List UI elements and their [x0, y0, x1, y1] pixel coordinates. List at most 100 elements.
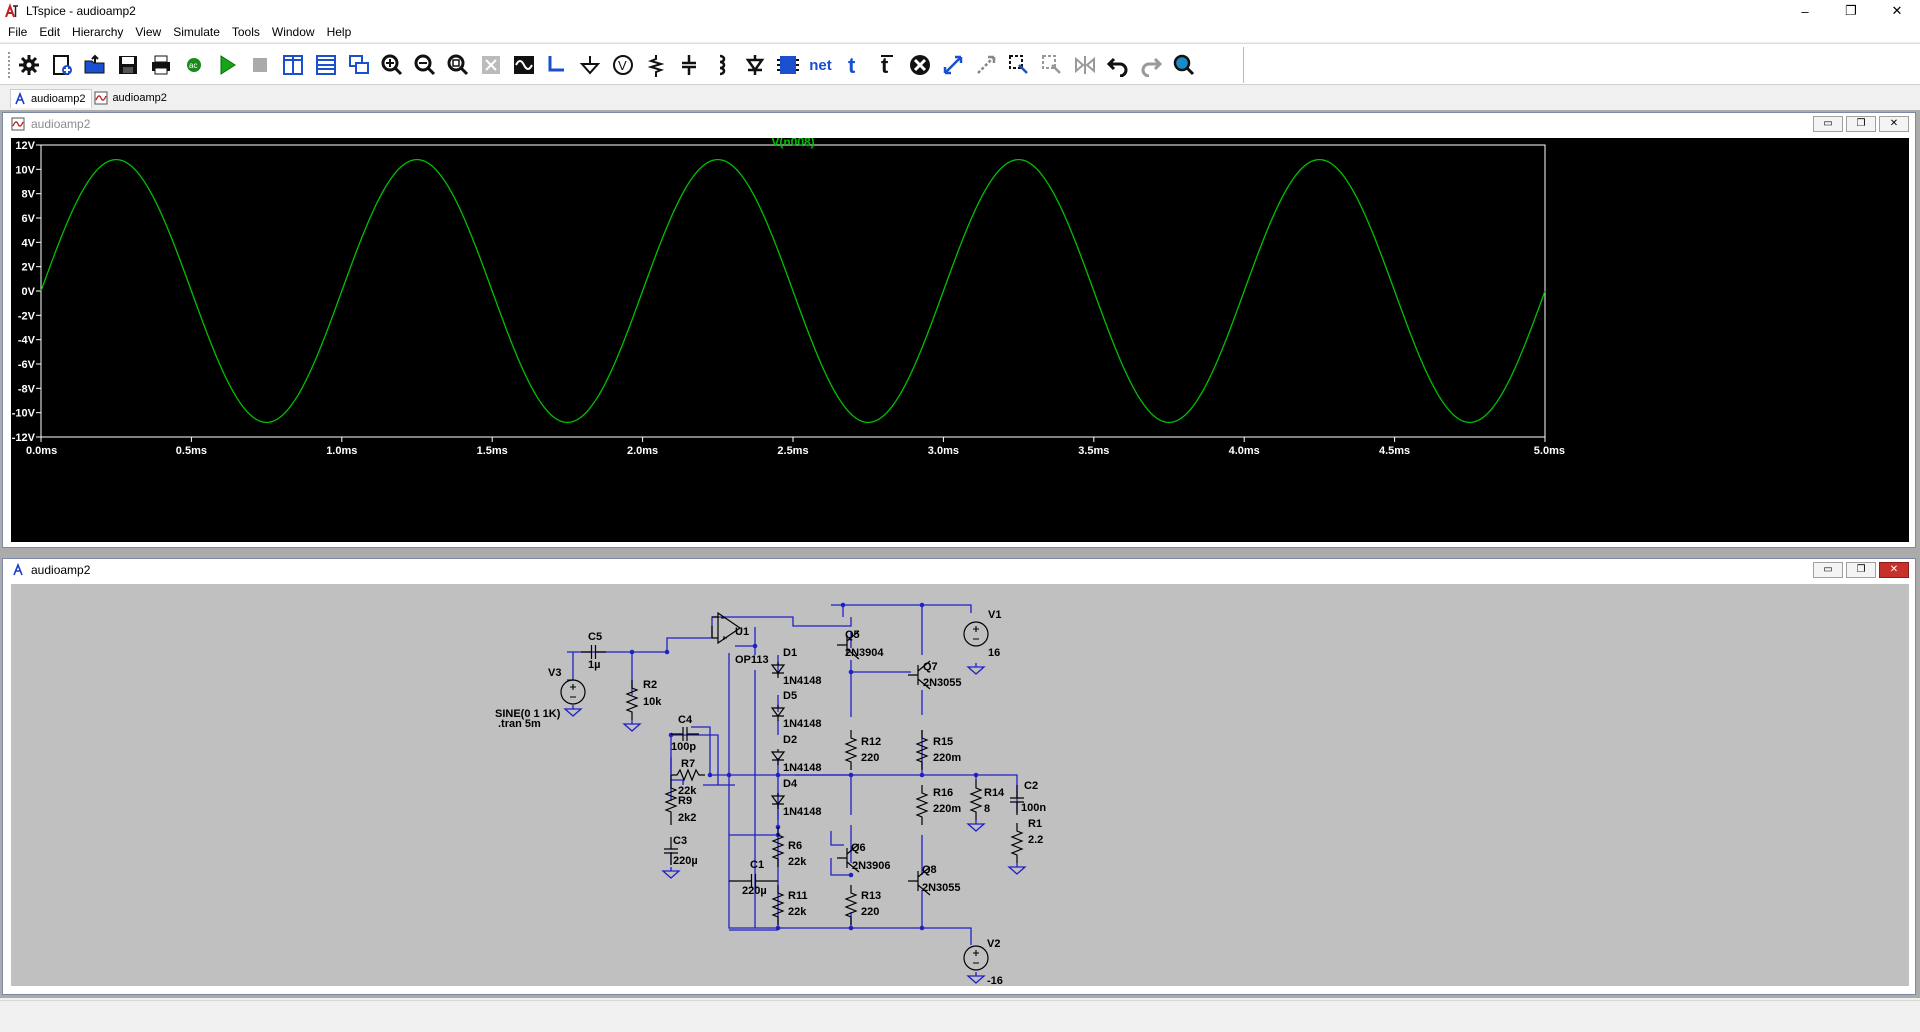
waveform-window-titlebar[interactable]: audioamp2	[3, 113, 1915, 135]
ground-symbol[interactable]	[622, 720, 642, 732]
voltage-source-v1[interactable]	[963, 621, 989, 647]
toolbar-grip[interactable]	[8, 52, 11, 78]
ground-symbol[interactable]	[966, 972, 986, 984]
resistor-r1[interactable]	[1010, 823, 1024, 863]
ground-symbol[interactable]	[563, 705, 583, 717]
resistor-r12[interactable]	[844, 730, 858, 770]
redo-button[interactable]	[1134, 51, 1167, 79]
zoom-fit-button[interactable]	[441, 51, 474, 79]
schematic-window-titlebar[interactable]: audioamp2	[3, 559, 1915, 581]
waveform-plot[interactable]: 12V10V8V6V4V2V0V-2V-4V-6V-8V-10V-12V0.0m…	[11, 138, 1909, 542]
spice-directive-button[interactable]: t	[870, 51, 903, 79]
ground-symbol[interactable]	[1007, 863, 1027, 875]
wire[interactable]	[830, 858, 851, 876]
capacitor-c2[interactable]	[1010, 785, 1024, 815]
resistor-r15[interactable]	[915, 730, 929, 770]
copy-button[interactable]	[1002, 51, 1035, 79]
move-button[interactable]	[936, 51, 969, 79]
run-button[interactable]	[210, 51, 243, 79]
resistor-r11[interactable]	[771, 885, 785, 925]
opamp-u1[interactable]	[711, 611, 742, 645]
zoom-in-button[interactable]	[375, 51, 408, 79]
minimize-button[interactable]: –	[1801, 3, 1809, 19]
mirror-button[interactable]	[1068, 51, 1101, 79]
ground-symbol[interactable]	[661, 867, 681, 879]
voltage-source-v3[interactable]	[560, 679, 586, 705]
diode-d4[interactable]	[770, 793, 786, 809]
voltage-source-v2[interactable]	[963, 945, 989, 971]
wire-button[interactable]	[540, 51, 573, 79]
child-close-button[interactable]: ✕	[1879, 116, 1909, 132]
diode-d1[interactable]	[770, 662, 786, 678]
resistor-r16[interactable]	[915, 785, 929, 825]
resistor-button[interactable]	[639, 51, 672, 79]
diode-button[interactable]	[738, 51, 771, 79]
tile-horizontal-button[interactable]	[309, 51, 342, 79]
transistor-q8[interactable]	[908, 866, 931, 896]
new-schematic-button[interactable]	[45, 51, 78, 79]
wire[interactable]	[691, 726, 711, 775]
wire[interactable]	[632, 637, 712, 653]
autoscale-button[interactable]	[507, 51, 540, 79]
diode-d5[interactable]	[770, 705, 786, 721]
capacitor-c5[interactable]	[581, 645, 606, 659]
text-button[interactable]: t	[837, 51, 870, 79]
wire[interactable]	[728, 653, 922, 929]
trace-label[interactable]: V(n008)	[771, 138, 814, 149]
menu-help[interactable]: Help	[326, 25, 352, 39]
ground-symbol[interactable]	[966, 820, 986, 832]
diode-d2[interactable]	[770, 749, 786, 765]
undo-button[interactable]	[1101, 51, 1134, 79]
capacitor-button[interactable]	[672, 51, 705, 79]
wire[interactable]	[850, 660, 911, 673]
cascade-button[interactable]	[342, 51, 375, 79]
wire[interactable]	[711, 616, 852, 638]
settings-button[interactable]	[12, 51, 45, 79]
resistor-r13[interactable]	[844, 885, 858, 925]
child-close-button[interactable]: ✕	[1879, 562, 1909, 578]
wire[interactable]	[830, 831, 844, 846]
print-button[interactable]	[144, 51, 177, 79]
wire[interactable]	[567, 652, 574, 681]
menu-file[interactable]: File	[8, 25, 28, 39]
tab-schematic[interactable]: audioamp2	[10, 88, 93, 108]
trace-v-n008[interactable]	[40, 158, 1546, 424]
inductor-button[interactable]	[705, 51, 738, 79]
maximize-button[interactable]: ❐	[1845, 3, 1857, 18]
tab-waveform[interactable]: audioamp2	[92, 89, 172, 107]
zoom-out-button[interactable]	[408, 51, 441, 79]
menu-tools[interactable]: Tools	[231, 25, 260, 39]
label-net-button[interactable]: V	[606, 51, 639, 79]
capacitor-c3[interactable]	[664, 837, 678, 865]
child-minimize-button[interactable]: ▭	[1813, 562, 1843, 578]
transistor-q6[interactable]	[837, 843, 860, 873]
netlist-button[interactable]: ac	[177, 51, 210, 79]
save-button[interactable]	[111, 51, 144, 79]
capacitor-c1[interactable]	[729, 874, 778, 888]
menu-view[interactable]: View	[135, 25, 162, 39]
close-button[interactable]: ✕	[1891, 3, 1903, 18]
child-restore-button[interactable]: ❐	[1846, 116, 1876, 132]
menu-edit[interactable]: Edit	[39, 25, 61, 39]
menu-hierarchy[interactable]: Hierarchy	[72, 25, 124, 39]
child-restore-button[interactable]: ❐	[1846, 562, 1876, 578]
wire[interactable]	[922, 927, 972, 945]
wire[interactable]	[922, 604, 972, 613]
tile-vertical-button[interactable]	[276, 51, 309, 79]
resistor-r6[interactable]	[771, 827, 785, 867]
child-minimize-button[interactable]: ▭	[1813, 116, 1843, 132]
net-button[interactable]: net	[804, 51, 837, 79]
drag-button[interactable]	[969, 51, 1002, 79]
halt-button[interactable]	[243, 51, 276, 79]
menu-window[interactable]: Window	[271, 25, 315, 39]
resistor-r14[interactable]	[969, 780, 983, 820]
capacitor-c4[interactable]	[671, 727, 699, 741]
resistor-r7[interactable]	[671, 768, 705, 782]
resistor-r9[interactable]	[664, 775, 678, 825]
component-button[interactable]	[771, 51, 804, 79]
wire[interactable]	[670, 779, 684, 801]
menu-simulate[interactable]: Simulate	[173, 25, 220, 39]
transistor-q7[interactable]	[908, 660, 931, 690]
zoom-full-button[interactable]	[474, 51, 507, 79]
